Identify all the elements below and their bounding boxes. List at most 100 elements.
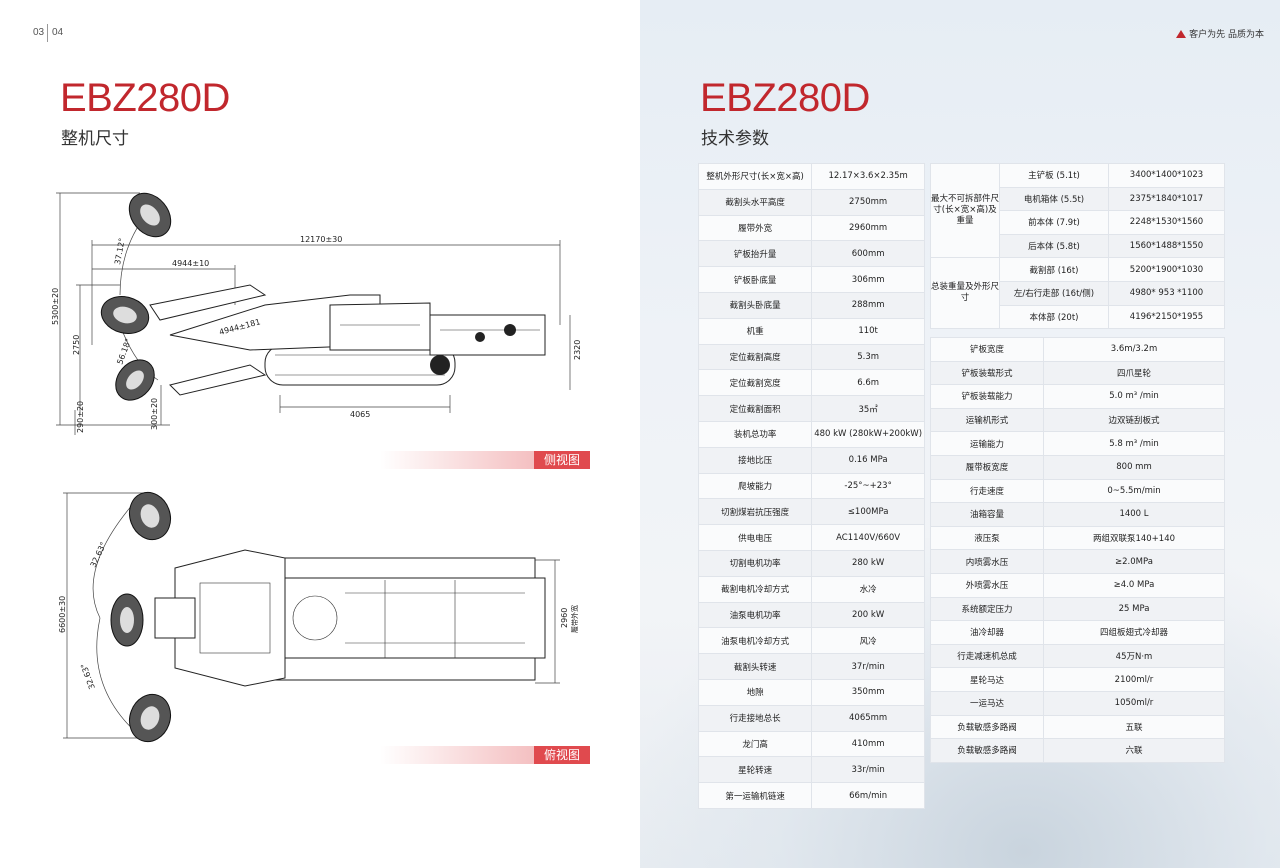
spec-label: 负载敏感多路阀 (930, 714, 1044, 740)
spec-label: 爬坡能力 (697, 472, 813, 500)
table-row: 切割煤岩抗压强度≤100MPa (697, 498, 925, 526)
spec-value: 边双链刮板式 (1043, 407, 1225, 433)
spec-label: 油泵电机冷却方式 (697, 627, 813, 655)
spec-value: 0.16 MPa (811, 446, 925, 474)
spec-value: 600mm (811, 240, 925, 268)
dim-height-2750: 2750 (72, 335, 81, 355)
part-value: 5200*1900*1030 (1108, 257, 1225, 282)
part-label: 截割部 (16t) (999, 257, 1109, 282)
spec-label: 一运马达 (930, 690, 1044, 716)
part-value: 3400*1400*1023 (1108, 163, 1225, 188)
spec-value: 3.6m/3.2m (1043, 337, 1225, 362)
spec-value: ≥4.0 MPa (1043, 572, 1225, 598)
page-number-left: 03 (33, 27, 45, 38)
spec-label: 履带板宽度 (930, 454, 1044, 480)
spec-value: 0~5.5m/min (1043, 478, 1225, 504)
spec-value: 25 MPa (1043, 596, 1225, 622)
spec-value: 5.8 m³ /min (1043, 431, 1225, 456)
top-view-label: 俯视图 (534, 746, 591, 764)
part-value: 1560*1488*1550 (1108, 233, 1225, 259)
dim-height-max: 5300±20 (51, 288, 60, 325)
spec-label: 运输能力 (930, 431, 1044, 456)
dim-height-2320: 2320 (573, 340, 582, 360)
dim-angle-lower: 32.63° (79, 662, 97, 690)
spec-value: 33r/min (811, 756, 925, 784)
spec-label: 整机外形尺寸(长×宽×高) (697, 163, 813, 190)
spec-label: 地隙 (697, 678, 813, 706)
spec-value: 2100ml/r (1043, 667, 1225, 692)
spec-label: 铲板装载形式 (930, 360, 1044, 386)
model-title-right: EBZ280D (700, 76, 870, 120)
spec-label: 履带外宽 (697, 214, 813, 242)
table-row: 负载敏感多路阀六联 (930, 738, 1225, 763)
side-view-drawing: 12170±30 4944±10 4065 37.12° 4944±181 56… (51, 192, 582, 435)
spec-label: 星轮转速 (697, 756, 813, 784)
spec-value: ≥2.0MPa (1043, 549, 1225, 574)
page-number-divider (47, 24, 48, 42)
spec-label: 油箱容量 (930, 502, 1044, 527)
spec-value: 288mm (811, 291, 925, 319)
spec-label: 行走减速机总成 (930, 643, 1044, 669)
spec-value: 480 kW (280kW+200kW) (811, 420, 925, 448)
dim-below-300: 300±20 (150, 398, 159, 430)
spec-value: 6.6m (811, 369, 925, 397)
spec-value: 35㎡ (811, 395, 925, 422)
brand-slogan-text: 客户为先 品质为本 (1189, 30, 1264, 40)
table-row: 后本体 (5.8t)1560*1488*1550 (931, 233, 1225, 259)
subtitle-specs: 技术参数 (701, 129, 769, 149)
spec-value: 66m/min (811, 782, 925, 809)
part-value: 2375*1840*1017 (1108, 186, 1225, 212)
spec-label: 装机总功率 (697, 420, 813, 448)
spec-label: 截割头转速 (697, 653, 813, 680)
table-row: 外喷雾水压≥4.0 MPa (930, 572, 1225, 598)
side-view-tag-fade (380, 451, 534, 469)
dim-angle-upper: 32.63° (89, 541, 109, 569)
brand-logo-icon (1176, 29, 1187, 38)
table-row: 爬坡能力-25°~+23° (697, 472, 925, 500)
part-label: 主铲板 (5.1t) (999, 163, 1109, 188)
spec-label: 铲板抬升量 (697, 240, 813, 268)
spec-label: 铲板卧底量 (697, 266, 813, 293)
spec-value: AC1140V/660V (811, 524, 925, 551)
spec-value: 2960mm (811, 214, 925, 242)
group-label: 总装重量及外形尺寸 (930, 257, 1000, 330)
spec-value: 5.3m (811, 343, 925, 371)
top-view-drawing: 6600±30 32.63° 32.63° 2960 履带外宽 (58, 491, 579, 743)
part-label: 前本体 (7.9t) (999, 210, 1109, 235)
dim-angle-up: 37.12° (113, 237, 127, 265)
side-view-label: 侧视图 (534, 451, 591, 469)
spec-value: 45万N·m (1043, 643, 1225, 669)
spec-value: 五联 (1043, 714, 1225, 740)
spec-label: 系统额定压力 (930, 596, 1044, 622)
spec-value: 12.17×3.6×2.35m (811, 163, 925, 190)
dim-total-length: 12170±30 (300, 235, 342, 244)
part-label: 本体部 (20t) (999, 304, 1109, 330)
spec-label: 截割头水平高度 (697, 188, 813, 216)
spec-label: 负载敏感多路阀 (930, 738, 1044, 763)
spec-label: 外喷雾水压 (930, 572, 1044, 598)
table-row: 截割电机冷却方式水冷 (697, 575, 925, 603)
table-row: 最大不可拆部件尺寸(长×宽×高)及重量主铲板 (5.1t)3400*1400*1… (930, 162, 1225, 259)
left-page: 03 04 EBZ280D 整机尺寸 (33, 24, 591, 764)
spec-value: 1400 L (1043, 502, 1225, 527)
spec-value: ≤100MPa (811, 498, 925, 526)
spec-value: 2750mm (811, 188, 925, 216)
part-value: 4196*2150*1955 (1108, 304, 1225, 330)
spec-label: 油冷却器 (930, 620, 1044, 645)
spec-label: 铲板装载能力 (930, 384, 1044, 409)
table-row: 负载敏感多路阀五联 (930, 714, 1225, 740)
